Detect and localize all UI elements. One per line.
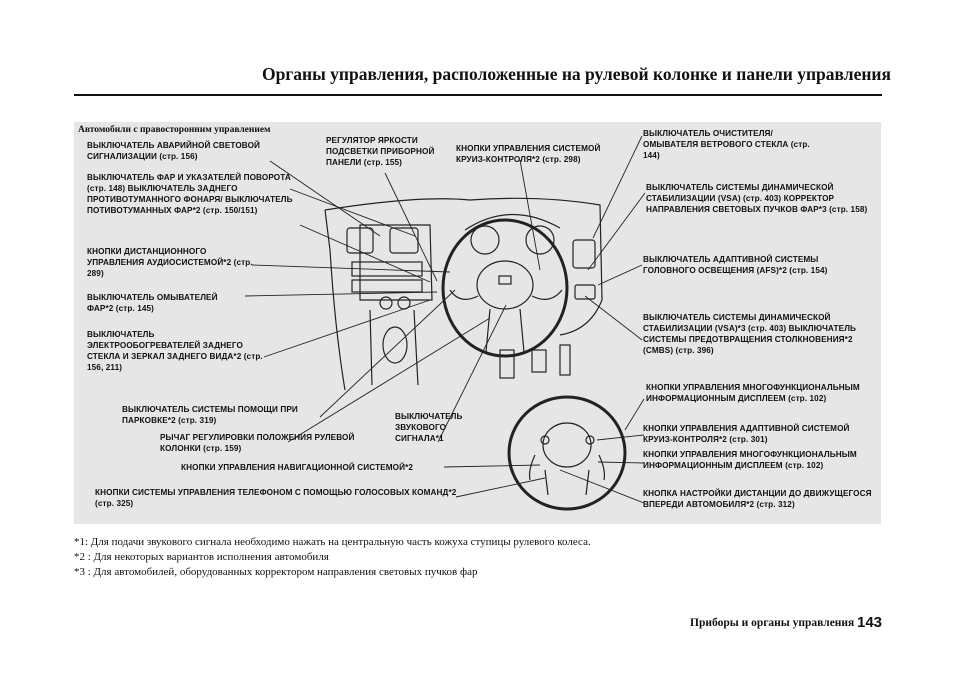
- callout-acc-buttons: КНОПКИ УПРАВЛЕНИЯ АДАПТИВНОЙ СИСТЕМОЙ КР…: [643, 423, 863, 445]
- page-number: 143: [857, 614, 882, 631]
- callout-phone-buttons: КНОПКИ СИСТЕМЫ УПРАВЛЕНИЯ ТЕЛЕФОНОМ С ПО…: [95, 487, 460, 509]
- callout-distance: КНОПКА НАСТРОЙКИ ДИСТАНЦИИ ДО ДВИЖУЩЕГОС…: [643, 488, 873, 510]
- callout-vsa-leveling: ВЫКЛЮЧАТЕЛЬ СИСТЕМЫ ДИНАМИЧЕСКОЙ СТАБИЛИ…: [646, 182, 871, 215]
- callout-mid-buttons-2: КНОПКИ УПРАВЛЕНИЯ МНОГОФУНКЦИОНАЛЬНЫМ ИН…: [643, 449, 858, 471]
- callout-wipers: ВЫКЛЮЧАТЕЛЬ ОЧИСТИТЕЛЯ/ ОМЫВАТЕЛЯ ВЕТРОВ…: [643, 128, 828, 161]
- callout-afs: ВЫКЛЮЧАТЕЛЬ АДАПТИВНОЙ СИСТЕМЫ ГОЛОВНОГО…: [643, 254, 858, 276]
- callout-cruise: КНОПКИ УПРАВЛЕНИЯ СИСТЕМОЙ КРУИЗ-КОНТРОЛ…: [456, 143, 631, 165]
- callout-parking-assist: ВЫКЛЮЧАТЕЛЬ СИСТЕМЫ ПОМОЩИ ПРИ ПАРКОВКЕ*…: [122, 404, 327, 426]
- footnote-3: *3 : Для автомобилей, оборудованных корр…: [74, 566, 478, 578]
- callout-hazard: ВЫКЛЮЧАТЕЛЬ АВАРИЙНОЙ СВЕТОВОЙ СИГНАЛИЗА…: [87, 140, 277, 162]
- callout-headlight-washer: ВЫКЛЮЧАТЕЛЬ ОМЫВАТЕЛЕЙ ФАР*2 (стр. 145): [87, 292, 242, 314]
- callout-rear-defrost: ВЫКЛЮЧАТЕЛЬ ЭЛЕКТРООБОГРЕВАТЕЛЕЙ ЗАДНЕГО…: [87, 329, 267, 373]
- callout-audio-remote: КНОПКИ ДИСТАНЦИОННОГО УПРАВЛЕНИЯ АУДИОСИ…: [87, 246, 262, 279]
- callout-horn: ВЫКЛЮЧАТЕЛЬ ЗВУКОВОГО СИГНАЛА*1: [395, 411, 475, 444]
- footnote-2: *2 : Для некоторых вариантов исполнения …: [74, 551, 329, 563]
- callout-vsa-cmbs: ВЫКЛЮЧАТЕЛЬ СИСТЕМЫ ДИНАМИЧЕСКОЙ СТАБИЛИ…: [643, 312, 868, 356]
- footnote-1: *1: Для подачи звукового сигнала необход…: [74, 536, 591, 548]
- section-footer: Приборы и органы управления: [690, 617, 854, 629]
- callout-dimmer: РЕГУЛЯТОР ЯРКОСТИ ПОДСВЕТКИ ПРИБОРНОЙ ПА…: [326, 135, 451, 168]
- callout-nav-buttons: КНОПКИ УПРАВЛЕНИЯ НАВИГАЦИОННОЙ СИСТЕМОЙ…: [181, 462, 451, 473]
- callout-headlights: ВЫКЛЮЧАТЕЛЬ ФАР И УКАЗАТЕЛЕЙ ПОВОРОТА (с…: [87, 172, 297, 216]
- callout-column-adjust: РЫЧАГ РЕГУЛИРОВКИ ПОЛОЖЕНИЯ РУЛЕВОЙ КОЛО…: [160, 432, 385, 454]
- callout-mid-buttons-1: КНОПКИ УПРАВЛЕНИЯ МНОГОФУНКЦИОНАЛЬНЫМ ИН…: [646, 382, 866, 404]
